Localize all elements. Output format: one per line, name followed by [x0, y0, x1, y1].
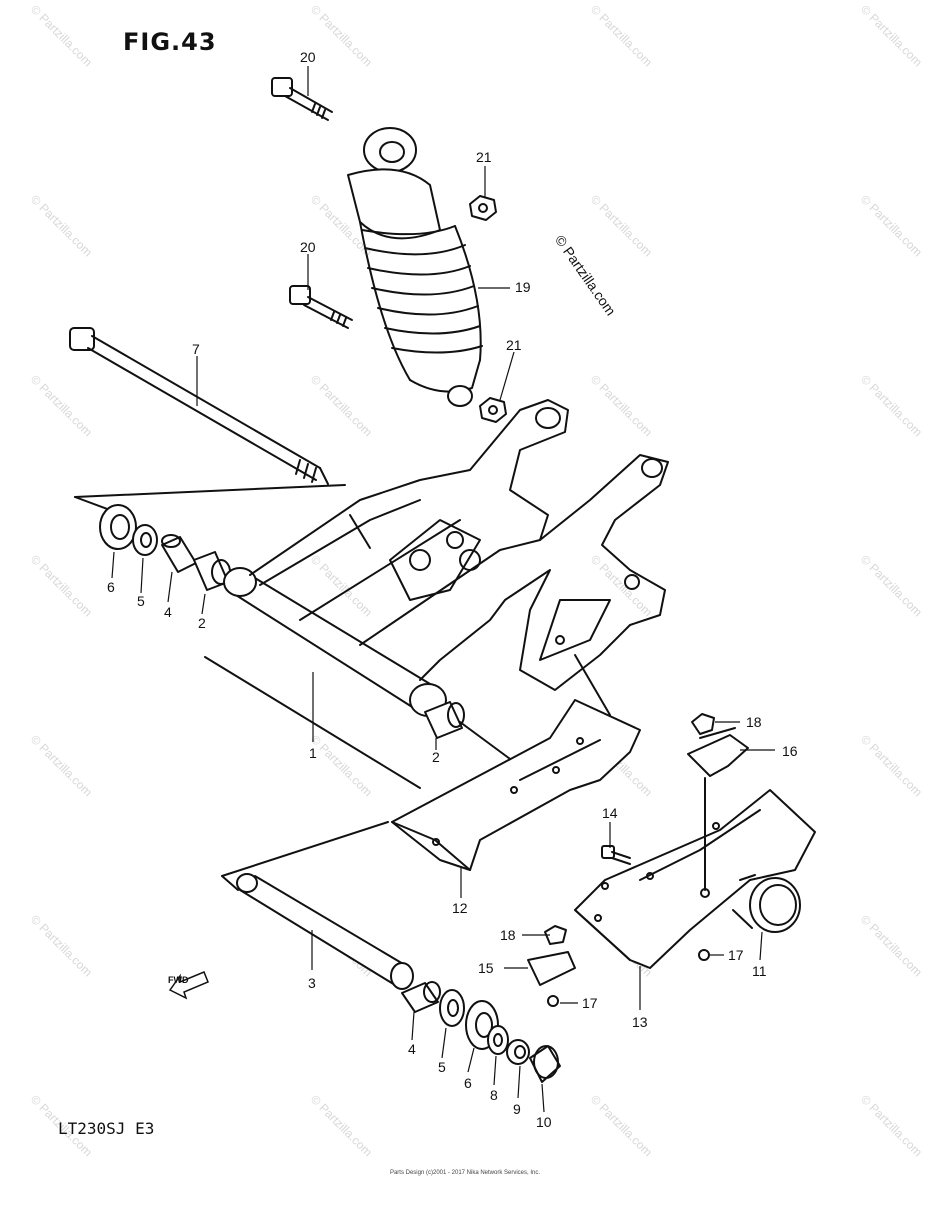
callout-16: 16 [782, 743, 798, 759]
nut-9 [506, 1039, 530, 1065]
figure-title: FIG.43 [123, 28, 217, 56]
screw-17-right [698, 949, 710, 961]
washer-8 [487, 1025, 509, 1055]
callout-7: 7 [192, 341, 200, 357]
callout-4-bottom: 4 [408, 1041, 416, 1057]
watermark-text: © Partzilla.com [858, 2, 925, 69]
callout-11: 11 [752, 963, 767, 979]
nut-21-lower [479, 397, 507, 423]
watermark-text: © Partzilla.com [858, 732, 925, 799]
callout-2-left: 2 [198, 615, 206, 631]
watermark-text: © Partzilla.com [858, 1092, 925, 1159]
nut-21-upper [469, 195, 497, 221]
callout-labels: 20 21 20 19 21 7 6 5 4 2 1 2 18 16 14 12… [107, 49, 798, 1130]
dust-seal-6-left [99, 504, 137, 550]
callout-4-left: 4 [164, 604, 172, 620]
watermark-text: © Partzilla.com [858, 552, 925, 619]
watermark-text: © Partzilla.com [588, 372, 655, 439]
shock-absorber-19 [347, 127, 483, 407]
callout-18-upper: 18 [746, 714, 762, 730]
watermark-text: © Partzilla.com [28, 2, 95, 69]
watermark-text: © Partzilla.com [308, 732, 375, 799]
forward-label: FWD [168, 975, 189, 985]
callout-5-left: 5 [137, 593, 145, 609]
cap-10 [529, 1045, 561, 1083]
callout-20-lower: 20 [300, 239, 316, 255]
callout-5-bottom: 5 [438, 1059, 446, 1075]
axle-bolt-7 [69, 327, 329, 485]
forward-arrow-icon [168, 971, 209, 1000]
bearing-2-right [424, 701, 465, 739]
callout-2-right: 2 [432, 749, 440, 765]
watermark-text: © Partzilla.com [28, 552, 95, 619]
callout-20-upper: 20 [300, 49, 316, 65]
chain-guard-12 [391, 699, 641, 871]
watermark-text: © Partzilla.com [858, 372, 925, 439]
watermark-text: © Partzilla.com [28, 192, 95, 259]
watermark-text: © Partzilla.com [308, 372, 375, 439]
bolt-14 [601, 845, 631, 865]
spacer-4-left [161, 534, 197, 573]
nut-18-upper [691, 713, 715, 735]
callout-10: 10 [536, 1114, 552, 1130]
washer-5-bottom [439, 989, 465, 1027]
callout-13: 13 [632, 1014, 648, 1030]
screw-17-lower [547, 995, 559, 1007]
watermark-layer: © Partzilla.com © Partzilla.com © Partzill… [28, 2, 925, 1159]
watermark-text: © Partzilla.com [588, 2, 655, 69]
watermark-text: © Partzilla.com [28, 372, 95, 439]
callout-21-lower: 21 [506, 337, 522, 353]
callout-19: 19 [515, 279, 531, 295]
callout-14: 14 [602, 805, 618, 821]
callout-6-left: 6 [107, 579, 115, 595]
bolt-20-lower [289, 285, 353, 329]
watermark-text: © Partzilla.com [28, 732, 95, 799]
footer-credit: Parts Design (c)2001 - 2017 Nika Network… [389, 1170, 541, 1176]
watermark-text: © Partzilla.com [308, 2, 375, 69]
swingarm-1 [223, 399, 669, 717]
callout-8: 8 [490, 1087, 498, 1103]
chain-cover-13 [574, 789, 816, 969]
bolt-20-upper [271, 77, 333, 121]
callout-18-lower: 18 [500, 927, 516, 943]
watermark-text: © Partzilla.com [588, 192, 655, 259]
callout-15: 15 [478, 960, 494, 976]
callout-1: 1 [309, 745, 317, 761]
callout-9: 9 [513, 1101, 521, 1117]
spacer-4-bottom [401, 981, 441, 1013]
watermark-text: © Partzilla.com [308, 1092, 375, 1159]
callout-6-bottom: 6 [464, 1075, 472, 1091]
boot-11 [732, 874, 801, 933]
watermark-text: © Partzilla.com [28, 912, 95, 979]
clamp-15 [527, 951, 576, 986]
model-code: LT230SJ E3 [58, 1119, 155, 1138]
callout-12: 12 [452, 900, 468, 916]
washer-5-left [132, 524, 158, 556]
callout-17-right: 17 [728, 947, 744, 963]
watermark-text: © Partzilla.com [858, 192, 925, 259]
nut-18-lower [544, 925, 567, 945]
watermark-text: © Partzilla.com [858, 912, 925, 979]
pivot-pipe-3 [236, 873, 414, 990]
callout-21-upper: 21 [476, 149, 492, 165]
callout-17-lower: 17 [582, 995, 598, 1011]
clamp-16 [687, 727, 749, 777]
callout-3: 3 [308, 975, 316, 991]
watermark-text: © Partzilla.com [588, 1092, 655, 1159]
